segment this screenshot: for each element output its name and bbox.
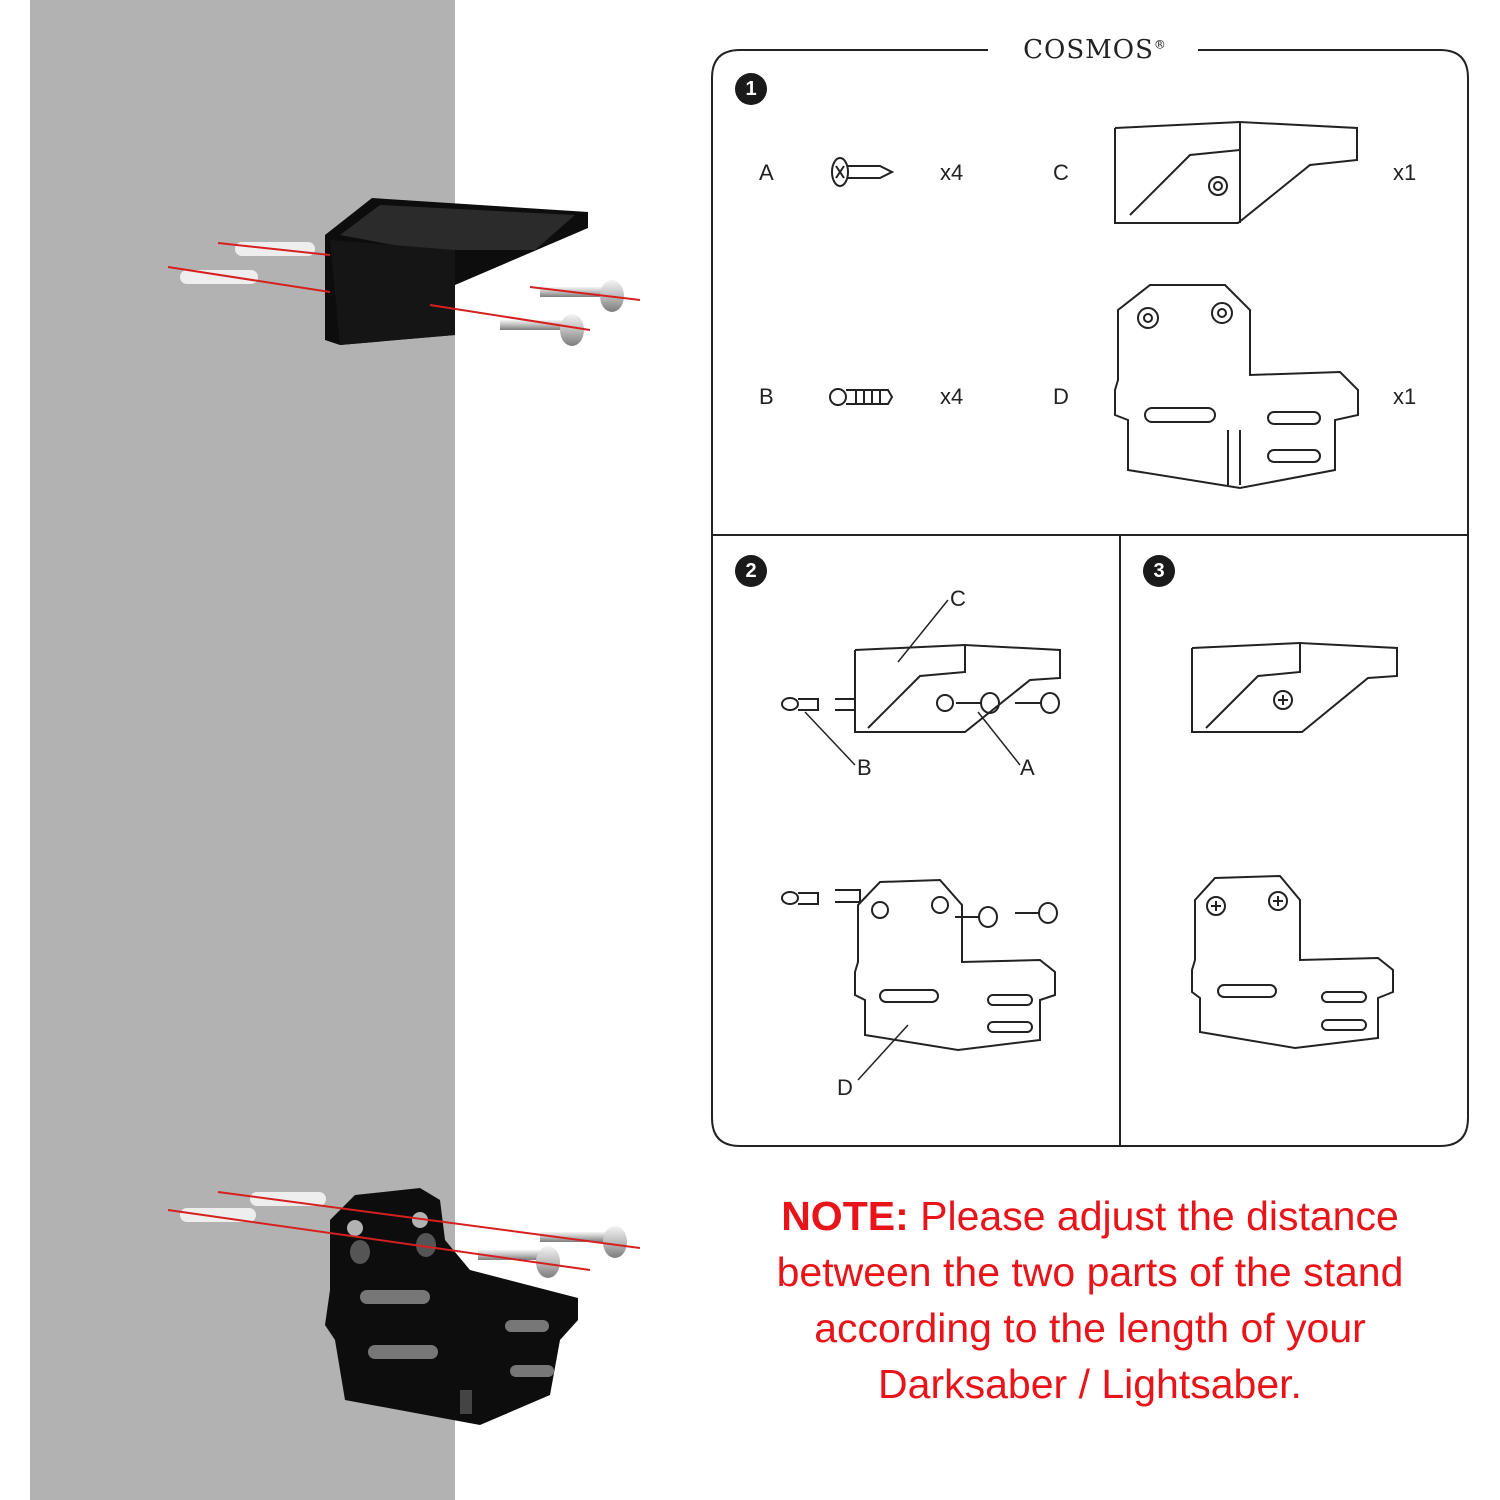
- step-3-number: 3: [1143, 555, 1175, 587]
- part-d-label: D: [1053, 384, 1069, 409]
- part-b-qty: x4: [940, 384, 964, 409]
- note-text: Please adjust the distance between the t…: [776, 1193, 1404, 1407]
- step-1-number: 1: [735, 73, 767, 105]
- step2-callout-lines: [804, 599, 1021, 1081]
- lower-holder-photo: [325, 1188, 578, 1425]
- upper-anchors: [180, 242, 315, 284]
- note-label: NOTE:: [781, 1193, 909, 1239]
- part-d-holder-drawing: [1114, 284, 1359, 490]
- callout-c: C: [950, 586, 966, 611]
- lower-anchors: [180, 1192, 326, 1222]
- brand-logo: COSMOS®: [1000, 35, 1190, 65]
- lower-guide-lines: [167, 1191, 641, 1271]
- registered-mark: ®: [1153, 37, 1167, 52]
- callout-d: D: [837, 1075, 853, 1100]
- step2-bracket-drawing: [781, 643, 1061, 733]
- upper-guide-lines: [167, 242, 641, 331]
- brand-name: COSMOS: [1023, 35, 1154, 65]
- part-c-label: C: [1053, 160, 1069, 185]
- step3-bracket-drawing: [1191, 641, 1398, 733]
- lower-screws: [478, 1226, 627, 1278]
- part-c-qty: x1: [1393, 160, 1417, 185]
- step3-holder-drawing: [1191, 874, 1394, 1050]
- part-a-label: A: [759, 160, 774, 185]
- part-b-label: B: [759, 384, 774, 409]
- adjustment-note: NOTE: Please adjust the distance between…: [720, 1188, 1460, 1412]
- part-c-bracket-drawing: [1114, 120, 1358, 224]
- part-a-screw-drawing: [831, 157, 895, 187]
- part-d-qty: x1: [1393, 384, 1417, 409]
- part-b-anchor-drawing: [829, 388, 894, 406]
- callout-a: A: [1020, 755, 1035, 780]
- callout-b: B: [857, 755, 872, 780]
- part-a-qty: x4: [940, 160, 964, 185]
- instruction-frame: [711, 49, 1469, 1147]
- upper-bracket-photo: [325, 198, 588, 345]
- step2-holder-drawing: [781, 878, 1058, 1052]
- step-2-number: 2: [735, 555, 767, 587]
